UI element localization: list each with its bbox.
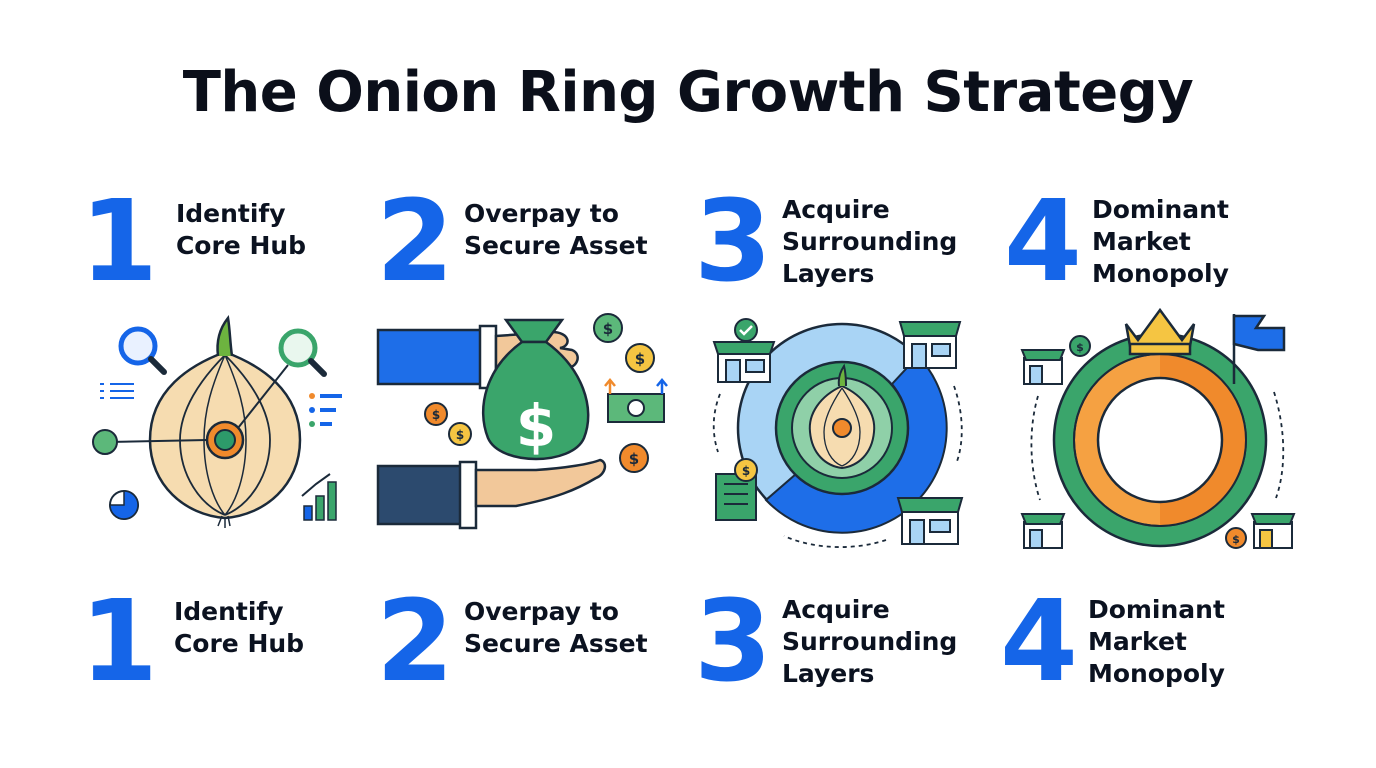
step-number: 2 [376,577,454,707]
illustration-identify-core-hub [92,315,342,528]
svg-text:$: $ [629,450,639,468]
svg-text:$: $ [432,408,440,422]
ring-icon [1052,332,1268,548]
step-3-bottom: 3 Acquire Surrounding Layers [694,577,957,707]
step-label-line: Secure Asset [463,629,648,658]
step-2-top: 2 Overpay to Secure Asset [376,177,648,307]
svg-text:$: $ [1076,341,1084,354]
step-number: 1 [80,177,158,307]
store-icon [898,321,962,369]
node-icon [92,429,118,455]
step-label: Acquire Surrounding Layers [782,594,957,690]
onion-icon [808,363,876,470]
step-label-line: Acquire [781,595,890,624]
step-label: Identify Core Hub [174,596,304,660]
crown-icon [1124,307,1196,356]
step-label: Acquire Surrounding Layers [782,194,957,290]
step-label-line: Market [1091,227,1191,256]
step-1-top: 1 Identify Core Hub [80,177,306,307]
step-number: 1 [80,577,158,707]
step-label-line: Surrounding [781,627,958,656]
store-icon [1020,513,1066,549]
money-bag-icon: $ [481,318,590,461]
step-label-line: Overpay to [463,199,619,228]
step-label-line: Dominant [1087,595,1225,624]
step-label: Identify Core Hub [176,198,306,262]
step-number: 3 [694,577,772,707]
coin-icon: $ [625,343,655,373]
svg-text:$: $ [742,464,750,478]
step-label-line: Core Hub [173,629,305,658]
svg-text:$: $ [456,428,464,442]
illustration-dominant-market-monopoly: $ $ [1020,307,1296,549]
step-label-line: Dominant [1091,195,1229,224]
step-label-line: Monopoly [1091,259,1229,288]
step-label-line: Core Hub [175,231,307,260]
step-number: 2 [376,177,454,307]
step-label-line: Layers [781,659,875,688]
step-label-line: Surrounding [781,227,958,256]
coin-icon: $ [593,313,623,343]
step-label: Dominant Market Monopoly [1088,594,1225,690]
step-label-line: Monopoly [1087,659,1225,688]
store-icon [712,318,776,383]
step-label-line: Identify [173,597,284,626]
building-icon: $ [715,458,758,521]
svg-text:$: $ [635,350,645,368]
step-label-line: Acquire [781,195,890,224]
cycle-arrow-icon [1030,391,1285,501]
store-icon: $ [1225,513,1296,549]
svg-text:$: $ [1232,533,1240,546]
coin-icon: $ [619,443,649,473]
step-4-bottom: 4 Dominant Market Monopoly [1000,577,1225,707]
step-4-top: 4 Dominant Market Monopoly [1004,177,1229,307]
step-3-top: 3 Acquire Surrounding Layers [694,177,957,307]
magnifier-icon [278,328,327,377]
step-label-line: Secure Asset [463,231,648,260]
hand-icon [376,458,607,530]
step-number: 3 [694,177,772,307]
step-1-bottom: 1 Identify Core Hub [80,577,304,707]
illustration-acquire-surrounding-layers: $ [712,318,964,548]
coin-icon: $ [424,402,448,426]
cycle-arrow-icon [712,385,963,548]
coin-icon: $ [448,422,472,446]
page-title: The Onion Ring Growth Strategy [182,60,1194,125]
magnifier-icon [118,326,167,375]
step-label-line: Overpay to [463,597,619,626]
step-label: Dominant Market Monopoly [1092,194,1229,290]
list-icon [100,383,134,399]
dollar-sign: $ [516,392,556,460]
bar-chart-icon [301,473,337,521]
store-icon [896,497,964,545]
step-label: Overpay to Secure Asset [464,596,648,660]
step-number: 4 [1000,577,1078,707]
illustration-overpay-secure-asset: $ $ $ $ $ $ [376,313,668,530]
step-label-line: Identify [175,199,286,228]
step-2-bottom: 2 Overpay to Secure Asset [376,577,648,707]
pie-chart-icon [109,490,139,520]
flag-icon [1232,314,1286,384]
step-label-line: Layers [781,259,875,288]
step-label: Overpay to Secure Asset [464,198,648,262]
step-number: 4 [1004,177,1082,307]
banknote-icon [604,378,668,423]
store-icon: $ [1020,335,1091,385]
list-icon [309,393,342,427]
step-label-line: Market [1087,627,1187,656]
svg-text:$: $ [603,320,613,338]
